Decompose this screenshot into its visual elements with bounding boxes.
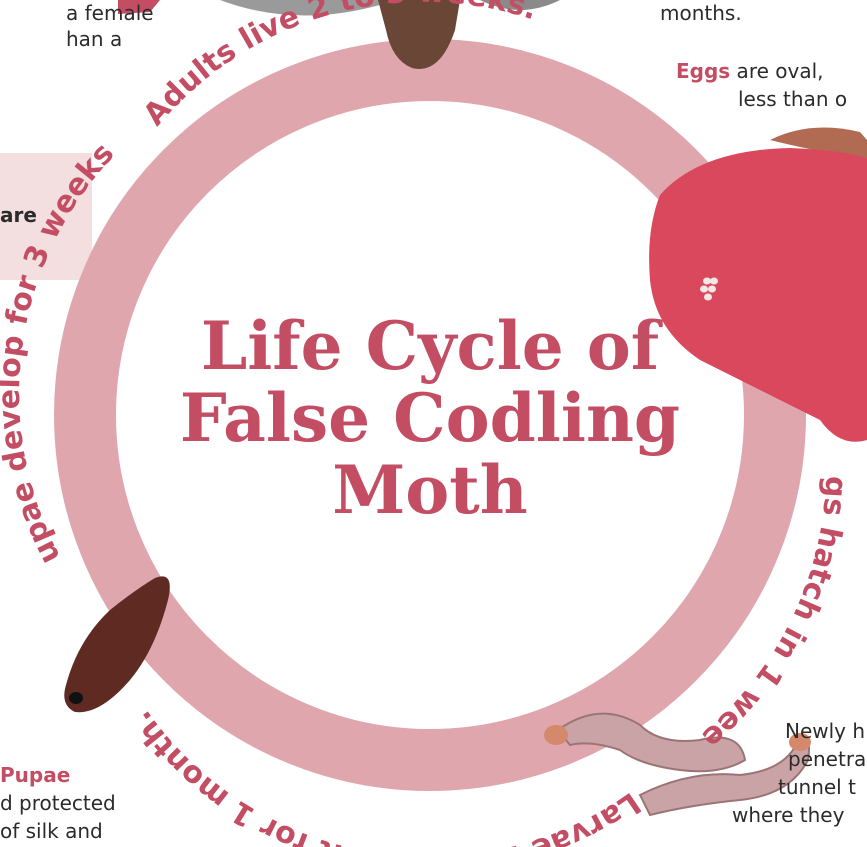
pupae-note-line-1: d protected: [0, 790, 116, 816]
page-title: Life Cycle of False Codling Moth: [160, 310, 700, 526]
larva-icon: [544, 714, 811, 815]
months-note: months.: [660, 0, 742, 26]
larvae-note-line-1: Newly h: [785, 718, 865, 744]
pupae-note-line-2: of silk and: [0, 818, 103, 844]
eggs-note-line-2: less than o: [738, 86, 847, 112]
larvae-note-line-4: where they: [732, 802, 844, 828]
adult-note-line-1: a female: [66, 0, 154, 26]
eggs-heading: Eggs: [676, 59, 730, 83]
larvae-note-line-2: penetra: [788, 746, 866, 772]
larvae-note-line-3: tunnel t: [778, 774, 856, 800]
eggs-note-line-1: Eggs are oval,: [676, 58, 824, 84]
adult-note-line-2: han a: [66, 26, 122, 52]
side-panel-text: are: [0, 202, 37, 228]
pupae-heading: Pupae: [0, 762, 70, 788]
eggs-note-text: are oval,: [730, 59, 823, 83]
